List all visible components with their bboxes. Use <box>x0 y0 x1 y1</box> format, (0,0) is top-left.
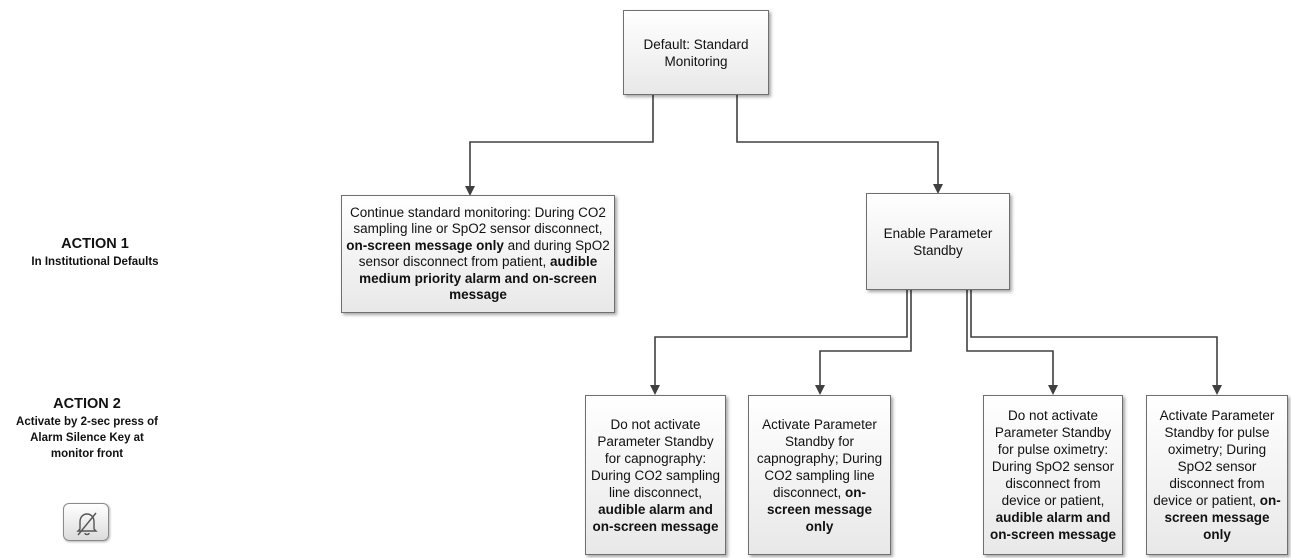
node-leaf-standby-pulse-oximetry: Activate Parameter Standby for pulse oxi… <box>1146 395 1288 555</box>
node-default-standard-monitoring: Default: Standard Monitoring <box>623 10 769 95</box>
node-leaf4-text-2: on-screen message only <box>1164 493 1281 542</box>
alarm-silence-key <box>63 503 109 541</box>
connector-enable-to-leaf2 <box>815 290 912 395</box>
node-leaf1-text-1: Do not activate Parameter Standby for ca… <box>590 416 721 500</box>
node-leaf2-text-2: on-screen message only <box>766 484 873 534</box>
node-leaf4-text-1: Activate Parameter Standby for pulse oxi… <box>1153 408 1275 508</box>
node-enable-text: Enable Parameter Standby <box>883 225 993 258</box>
action-1-subtitle: In Institutional Defaults <box>31 256 159 268</box>
node-continue-text-4: audible medium priority alarm and on-scr… <box>359 254 598 302</box>
node-leaf-standby-capnography: Activate Parameter Standby for capnograp… <box>748 395 891 555</box>
node-leaf2-text-1: Activate Parameter Standby for capnograp… <box>756 416 883 500</box>
node-continue-text-3: and during SpO2 sensor disconnect from p… <box>358 237 610 270</box>
action-2-subtitle: Activate by 2-sec press of Alarm Silence… <box>16 416 158 460</box>
node-continue-text-2: on-screen message only <box>346 237 504 253</box>
node-leaf1-text-2: audible alarm and on-screen message <box>592 501 719 534</box>
action-2-title: ACTION 2 <box>53 396 121 412</box>
node-default-text: Default: Standard Monitoring <box>643 36 749 69</box>
node-continue-standard-monitoring: Continue standard monitoring: During CO2… <box>341 195 615 313</box>
node-leaf-no-standby-pulse-oximetry: Do not activate Parameter Standby for pu… <box>983 395 1123 555</box>
node-enable-parameter-standby: Enable Parameter Standby <box>866 193 1010 290</box>
node-leaf3-text-2: audible alarm and on-screen message <box>989 510 1117 542</box>
action-2-label: ACTION 2 Activate by 2-sec press of Alar… <box>14 396 160 462</box>
connector-default-to-enable <box>736 95 943 194</box>
connector-enable-to-leaf4 <box>970 290 1222 395</box>
action-1-title: ACTION 1 <box>61 236 129 252</box>
action-1-label: ACTION 1 In Institutional Defaults <box>10 236 180 270</box>
connector-enable-to-leaf1 <box>650 290 908 395</box>
node-continue-text-1: Continue standard monitoring: During CO2… <box>350 204 606 237</box>
node-leaf3-text-1: Do not activate Parameter Standby for pu… <box>991 408 1115 508</box>
connector-default-to-continue <box>465 95 654 196</box>
connector-enable-to-leaf3 <box>966 290 1058 395</box>
node-leaf-no-standby-capnography: Do not activate Parameter Standby for ca… <box>585 395 726 555</box>
alarm-silence-bell-icon <box>76 512 98 536</box>
